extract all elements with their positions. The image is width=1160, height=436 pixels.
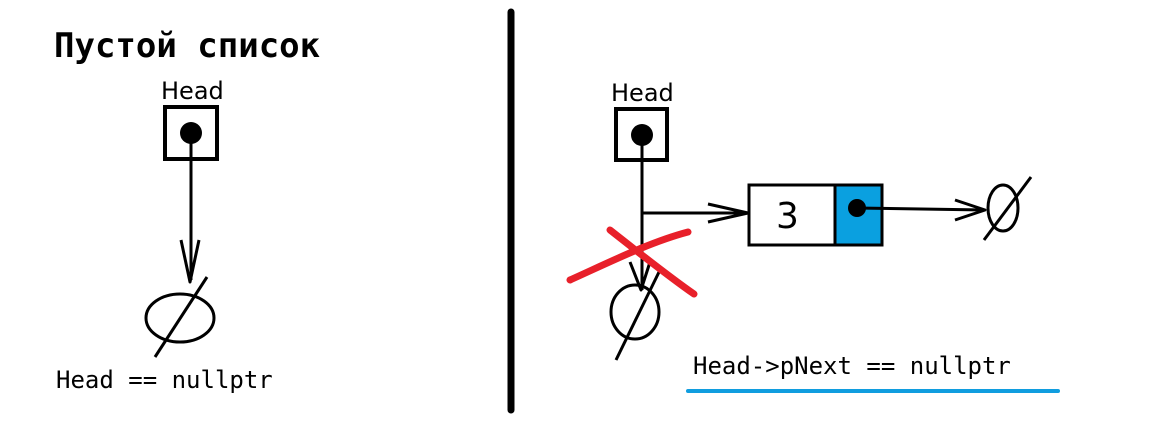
null-symbol-icon (144, 276, 216, 358)
next-pointer-arrow (856, 206, 986, 212)
list-node: 3 (747, 183, 884, 247)
right-panel: Head 3 (566, 79, 1060, 393)
null-symbol-icon (609, 261, 662, 361)
next-pointer-arrowhead (954, 198, 987, 222)
left-head-label: Head (161, 77, 224, 105)
pointer-dot-icon (180, 122, 202, 144)
pointer-dot-icon (631, 124, 653, 146)
left-arrow-head (179, 239, 201, 284)
node-next-cell (833, 183, 884, 247)
right-condition-text: Head->pNext == nullptr (693, 352, 1011, 380)
red-cross-out (566, 226, 698, 298)
left-condition-text: Head == nullptr (56, 366, 273, 394)
null-symbol-icon (982, 176, 1033, 241)
right-head-label: Head (611, 79, 674, 107)
node-value-cell (747, 183, 837, 247)
node-value: 3 (776, 196, 799, 237)
left-panel: Пустой список Head Head == nullptr (54, 26, 320, 394)
empty-list-title: Пустой список (54, 26, 320, 66)
